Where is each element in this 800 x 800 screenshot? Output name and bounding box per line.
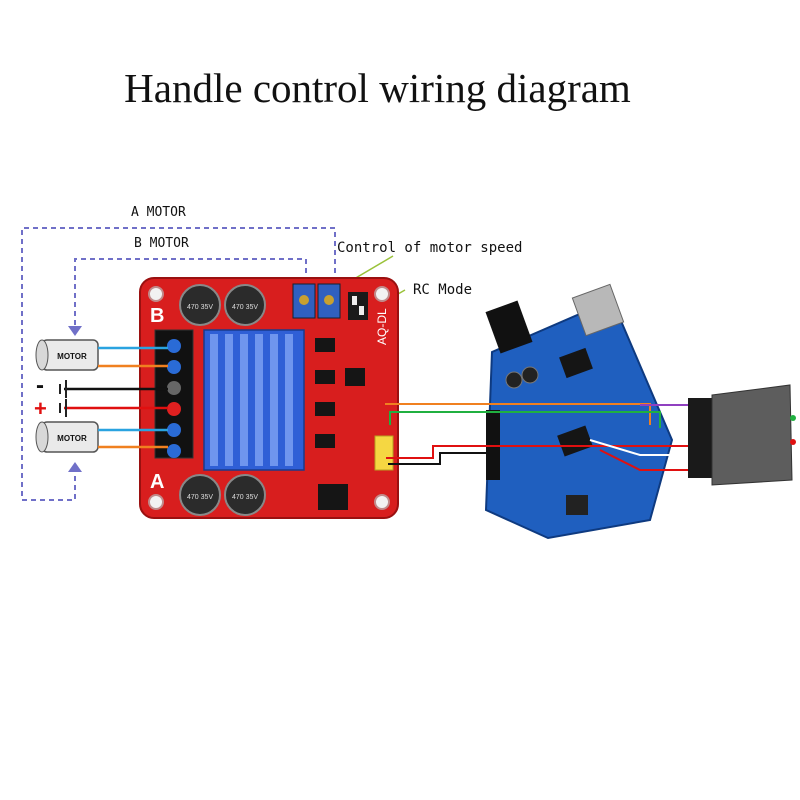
motor-top-label: MOTOR <box>57 352 87 361</box>
motor-bottom: MOTOR <box>35 421 99 453</box>
controller-connector <box>688 398 714 478</box>
driver-chips <box>315 338 365 510</box>
driver-model-label: AQ-DL <box>375 308 389 345</box>
capacitor-2 <box>224 284 266 326</box>
arduino-board <box>484 283 674 540</box>
battery-minus: - <box>36 372 44 399</box>
battery-plus: + <box>34 396 47 421</box>
capacitor-1 <box>179 284 221 326</box>
motor-driver-board: 470 35V 470 35V 470 35V 470 35V B A AQ-D… <box>139 277 399 519</box>
motor-bottom-label: MOTOR <box>57 434 87 443</box>
signal-wires <box>385 403 690 471</box>
terminal-screws <box>167 339 181 458</box>
rc-mode-switch <box>348 292 368 320</box>
heatsink-fins <box>210 334 293 466</box>
wire-signal-green <box>389 411 661 428</box>
battery-symbol <box>59 380 67 417</box>
handle-controller <box>688 384 796 486</box>
page-title: Handle control wiring diagram <box>124 65 631 111</box>
a-motor-lead-arrow <box>68 462 82 472</box>
icsp-header <box>566 495 588 515</box>
channel-b-label: B <box>150 305 164 327</box>
wire-signal-black <box>388 452 500 465</box>
b-motor-lead-arrow <box>68 326 82 336</box>
controller-led-green <box>790 415 796 421</box>
wire-arduino-white <box>589 439 690 456</box>
mounting-holes <box>148 286 390 510</box>
power-wires <box>64 346 168 449</box>
motor-lead-lines <box>21 227 336 501</box>
b-motor-label: B MOTOR <box>134 236 189 251</box>
wire-signal-red <box>386 445 690 459</box>
rc-mode-label: RC Mode <box>413 282 473 298</box>
capacitor-1-text: 470 35V <box>187 304 213 311</box>
capacitor-4 <box>224 474 266 516</box>
motor-speed-label: Control of motor speed <box>337 240 523 256</box>
a-motor-lead-outer <box>21 227 336 501</box>
controller-led-red <box>790 439 796 445</box>
capacitor-4-text: 470 35V <box>232 494 258 501</box>
capacitor-3-text: 470 35V <box>187 494 213 501</box>
capacitors: 470 35V 470 35V 470 35V 470 35V <box>179 284 266 516</box>
b-motor-lead-outer <box>74 258 307 328</box>
a-motor-label: A MOTOR <box>131 205 186 220</box>
channel-a-label: A <box>150 471 164 493</box>
signal-header <box>374 435 394 471</box>
controller-body <box>711 384 793 486</box>
capacitor-2-text: 470 35V <box>232 304 258 311</box>
usb-chip <box>559 347 593 379</box>
capacitor-3 <box>179 474 221 516</box>
usb-port <box>571 283 625 337</box>
arduino-capacitors <box>505 366 539 389</box>
wire-arduino-red <box>599 449 690 471</box>
motor-top: MOTOR <box>35 339 99 371</box>
mcu-chip <box>557 425 593 457</box>
dc-jack <box>485 300 533 354</box>
